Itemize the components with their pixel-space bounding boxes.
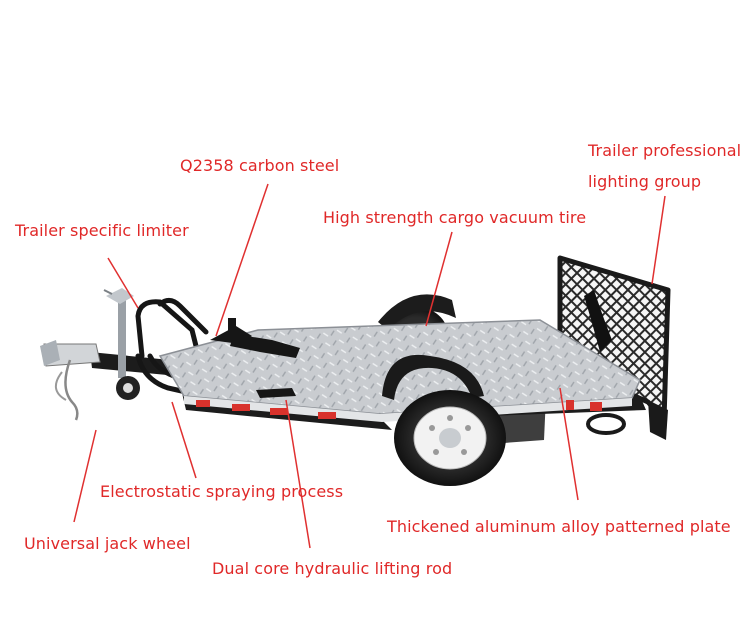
leader-lines: [73, 183, 666, 549]
deck-chock: [210, 318, 300, 398]
label-hydraulic-rod: Dual core hydraulic lifting rod: [212, 559, 453, 578]
label-carbon-steel: Q2358 carbon steel: [180, 156, 340, 175]
jack-wheel: [103, 288, 140, 400]
tongue-coupler: [40, 340, 101, 421]
side-reflectors: [196, 400, 602, 419]
label-spraying-process: Electrostatic spraying process: [100, 482, 344, 501]
near-wheel: [382, 354, 506, 486]
label-lighting-group-line2: lighting group: [588, 172, 702, 191]
label-vacuum-tire: High strength cargo vacuum tire: [323, 208, 587, 227]
label-lighting-group-line1: Trailer professional: [588, 141, 742, 160]
label-jack-wheel: Universal jack wheel: [24, 534, 191, 553]
label-limiter: Trailer specific limiter: [15, 221, 189, 240]
label-aluminum-plate: Thickened aluminum alloy patterned plate: [387, 517, 731, 536]
